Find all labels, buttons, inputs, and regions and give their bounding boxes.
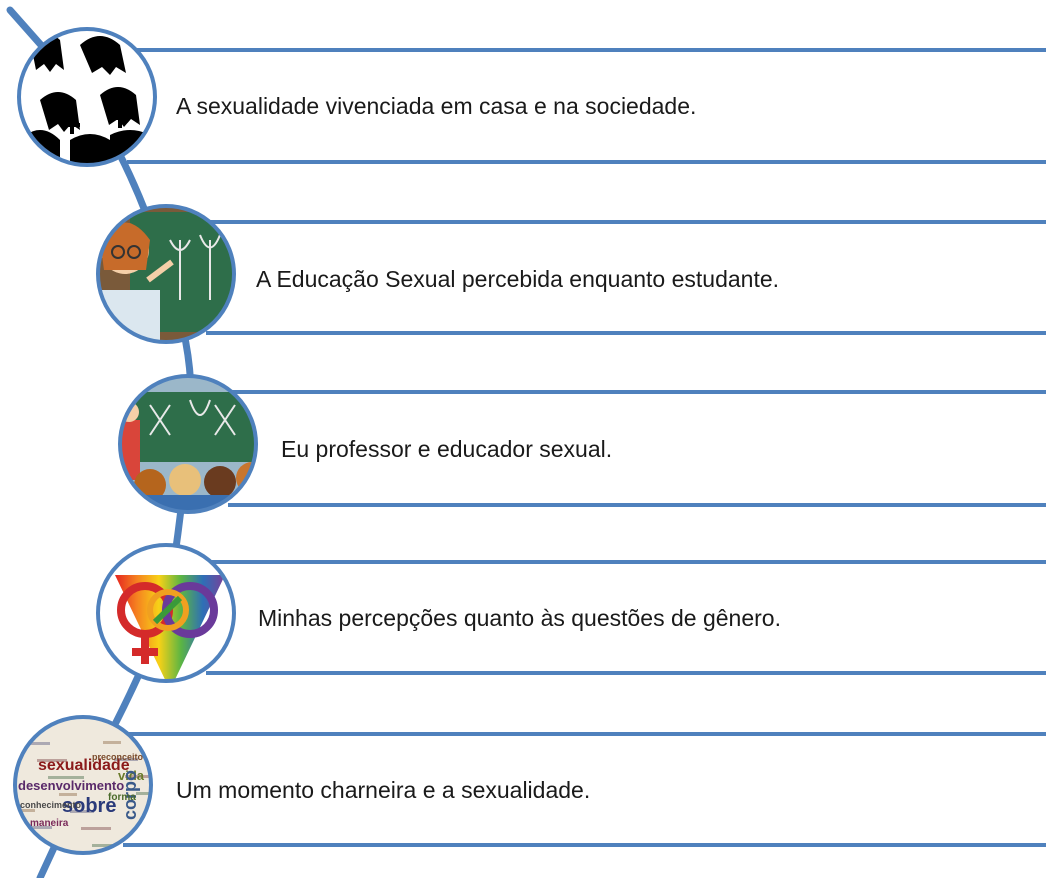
word-cloud-word: corpo [120,770,140,820]
word-cloud-word: maneira [30,818,69,829]
word-cloud-filler [125,775,151,778]
item-label-1: A sexualidade vivenciada em casa e na so… [176,93,697,119]
item-label-2: A Educação Sexual percebida enquanto est… [256,266,780,292]
word-cloud-filler [114,758,138,761]
gender-symbols-icon [96,543,236,683]
item-label-3: Eu professor e educador sexual. [281,436,613,462]
word-cloud-filler [15,725,33,728]
classroom-icon [118,374,258,514]
item-label-5: Um momento charneira e a sexualidade. [176,777,591,803]
word-cloud-filler [48,776,84,779]
word-cloud-filler [28,826,52,829]
word-cloud-filler [103,741,121,744]
word-cloud-filler [37,759,67,762]
word-cloud-filler [136,792,151,795]
word-cloud-word: vida [118,768,145,783]
horizontal-lines [123,48,1046,847]
item-label-4: Minhas percepções quanto às questões de … [258,605,781,631]
word-cloud-word: sexualidade [38,757,130,774]
word-cloud-filler [81,827,111,830]
word-cloud-filler [70,810,94,813]
word-cloud-filler [17,809,35,812]
word-cloud-word: desenvolvimento [18,778,124,793]
word-cloud-word: forma [108,792,136,803]
word-cloud-filler [26,742,50,745]
word-cloud-icon: sexualidade desenvolvimento sobrevidacorpo… [13,715,153,855]
word-cloud-filler [59,793,77,796]
word-cloud-word: sobre [62,795,116,817]
teacher-blackboard-icon [96,204,236,344]
word-cloud-word: conhecimento [20,800,82,810]
ghosts-icon [17,27,157,167]
word-cloud-word: preconceito [92,752,144,762]
